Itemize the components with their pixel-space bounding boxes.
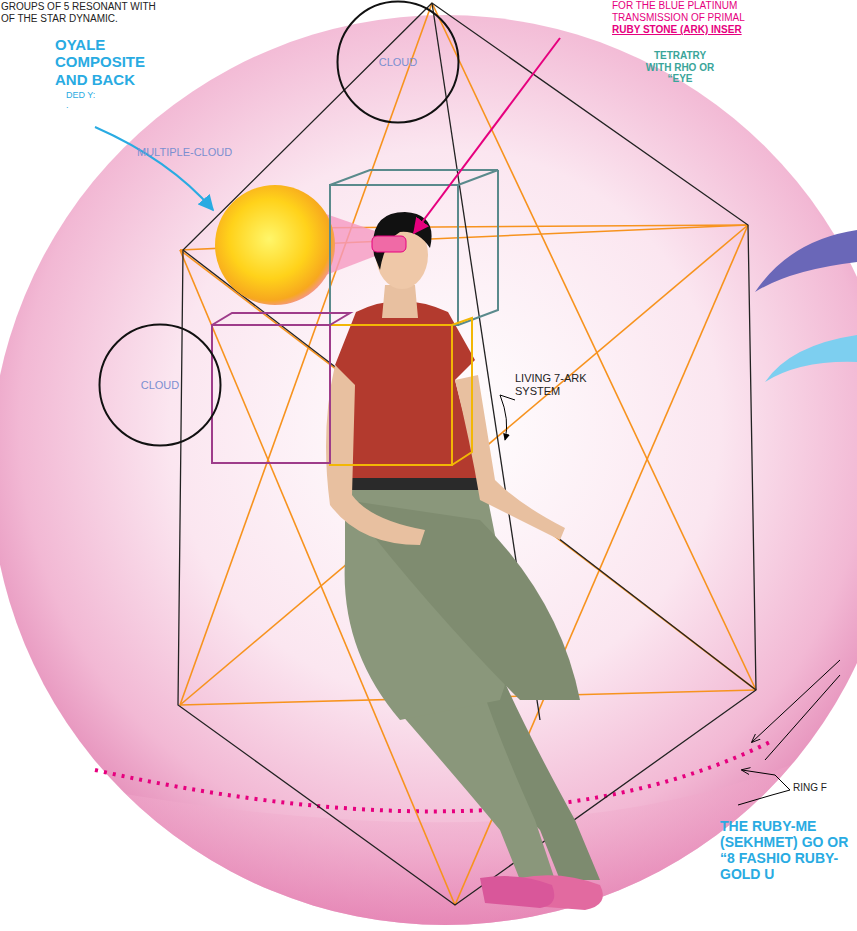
ark-cubes [212, 170, 498, 465]
callout-text: RING F [793, 782, 853, 794]
note-text: TETRATRY WITH RHO OR “EYE [640, 50, 720, 85]
note-text: FOR THE BLUE PLATINUM TRANSMISSION OF PR… [612, 0, 762, 23]
multiple-cloud-sphere: MULTIPLE-CLOUD [215, 185, 335, 305]
cloud-circle: CLOUD [336, 0, 460, 124]
node-label: MULTIPLE-CLOUD [137, 146, 232, 159]
circle-outline [100, 325, 221, 446]
callout-text: LIVING 7-ARK SYSTEM [515, 372, 615, 397]
heading-text: OYALE COMPOSITE AND BACK [55, 36, 155, 88]
multiple-cloud-sphere [215, 185, 378, 305]
polyhedron-lines [178, 3, 756, 905]
note-text: GROUPS OF 5 RESONANT WITH OF THE STAR DY… [1, 1, 169, 24]
star-lines [180, 3, 756, 905]
leader-lines [95, 38, 857, 805]
heading-text: THE RUBY-ME (SEKHMET) GO OR “8 FASHIO RU… [720, 818, 850, 882]
circle-outline [338, 2, 459, 123]
node-label: CLOUD [141, 379, 180, 392]
callout-text: RUBY STONE (ARK) INSER [612, 24, 772, 36]
cloud-circle: CLOUD [98, 323, 222, 447]
woman-figure [326, 212, 603, 910]
node-label: CLOUD [379, 56, 418, 69]
note-text: DED Y: . [66, 90, 96, 111]
sphere-base [0, 735, 857, 931]
